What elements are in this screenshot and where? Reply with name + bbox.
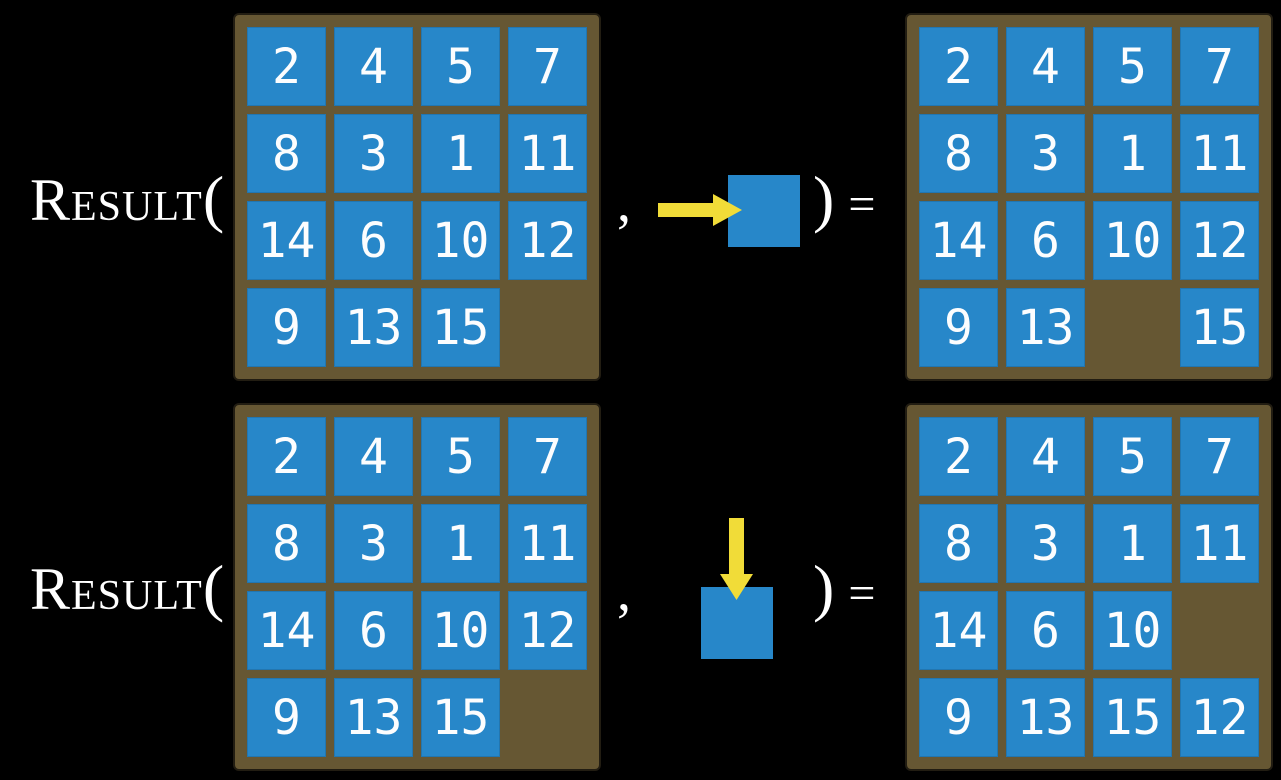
puzzle-tile: 9 [919, 678, 998, 757]
puzzle-tile: 12 [508, 201, 587, 280]
puzzle-tile: 7 [508, 27, 587, 106]
close-paren: ) [813, 552, 835, 623]
puzzle-tile: 13 [334, 678, 413, 757]
puzzle-tile: 2 [919, 27, 998, 106]
arrow-down-icon [720, 518, 753, 600]
puzzle-tile: 13 [1006, 678, 1085, 757]
blank-cell [1093, 288, 1172, 367]
puzzle-tile: 10 [1093, 591, 1172, 670]
puzzle-tile: 15 [421, 288, 500, 367]
puzzle-tile: 7 [1180, 417, 1259, 496]
move-right-action [658, 175, 800, 247]
puzzle-tile: 2 [919, 417, 998, 496]
puzzle-tile: 4 [1006, 27, 1085, 106]
result-label: Result( [30, 167, 224, 231]
puzzle-tile: 12 [508, 591, 587, 670]
puzzle-tile: 7 [1180, 27, 1259, 106]
puzzle-tile: 4 [334, 27, 413, 106]
move-down-action [701, 518, 773, 659]
result-label: Result( [30, 556, 224, 620]
blank-cell [1180, 591, 1259, 670]
puzzle-tile: 1 [1093, 504, 1172, 583]
puzzle-tile: 15 [1180, 288, 1259, 367]
puzzle-tile: 14 [247, 201, 326, 280]
puzzle-tile: 5 [1093, 27, 1172, 106]
arrow-right-icon [658, 194, 742, 226]
puzzle-tile: 4 [1006, 417, 1085, 496]
equals-sign: = [848, 178, 876, 231]
puzzle-tile: 3 [1006, 114, 1085, 193]
open-paren: ( [202, 163, 225, 234]
puzzle-tile: 11 [508, 114, 587, 193]
puzzle-tile: 1 [421, 504, 500, 583]
blank-cell [508, 678, 587, 757]
puzzle-tile: 9 [247, 288, 326, 367]
function-name: Result [30, 556, 203, 622]
puzzle-tile: 5 [421, 27, 500, 106]
puzzle-tile: 14 [919, 201, 998, 280]
close-equals: )= [813, 556, 875, 620]
puzzle-tile: 11 [1180, 114, 1259, 193]
puzzle-tile: 1 [1093, 114, 1172, 193]
puzzle-tile: 12 [1180, 678, 1259, 757]
puzzle-tile: 8 [247, 504, 326, 583]
open-paren: ( [202, 552, 225, 623]
comma: , [617, 561, 631, 623]
puzzle-tile: 15 [421, 678, 500, 757]
close-equals: )= [813, 167, 875, 231]
puzzle-tile: 6 [1006, 201, 1085, 280]
puzzle-tile: 13 [1006, 288, 1085, 367]
puzzle-tile: 12 [1180, 201, 1259, 280]
puzzle-tile: 7 [508, 417, 587, 496]
puzzle-tile: 13 [334, 288, 413, 367]
equals-sign: = [848, 567, 876, 620]
close-paren: ) [813, 163, 835, 234]
puzzle-tile: 5 [421, 417, 500, 496]
blank-cell [508, 288, 587, 367]
puzzle-tile: 10 [421, 201, 500, 280]
puzzle-tile: 8 [919, 114, 998, 193]
puzzle-tile: 6 [334, 591, 413, 670]
puzzle-tile: 2 [247, 27, 326, 106]
puzzle-tile: 9 [247, 678, 326, 757]
function-name: Result [30, 167, 203, 233]
puzzle-tile: 2 [247, 417, 326, 496]
puzzle-tile: 3 [334, 114, 413, 193]
puzzle-tile: 15 [1093, 678, 1172, 757]
puzzle-tile: 11 [1180, 504, 1259, 583]
puzzle-tile: 14 [919, 591, 998, 670]
puzzle-tile: 4 [334, 417, 413, 496]
puzzle-tile: 8 [919, 504, 998, 583]
puzzle-tile: 8 [247, 114, 326, 193]
puzzle-tile: 14 [247, 591, 326, 670]
puzzle-tile: 9 [919, 288, 998, 367]
puzzle-tile: 3 [1006, 504, 1085, 583]
puzzle-tile: 5 [1093, 417, 1172, 496]
comma: , [617, 172, 631, 234]
puzzle-tile: 1 [421, 114, 500, 193]
puzzle-tile: 10 [421, 591, 500, 670]
puzzle-tile: 11 [508, 504, 587, 583]
puzzle-tile: 6 [334, 201, 413, 280]
puzzle-tile: 10 [1093, 201, 1172, 280]
puzzle-tile: 6 [1006, 591, 1085, 670]
puzzle-tile: 3 [334, 504, 413, 583]
